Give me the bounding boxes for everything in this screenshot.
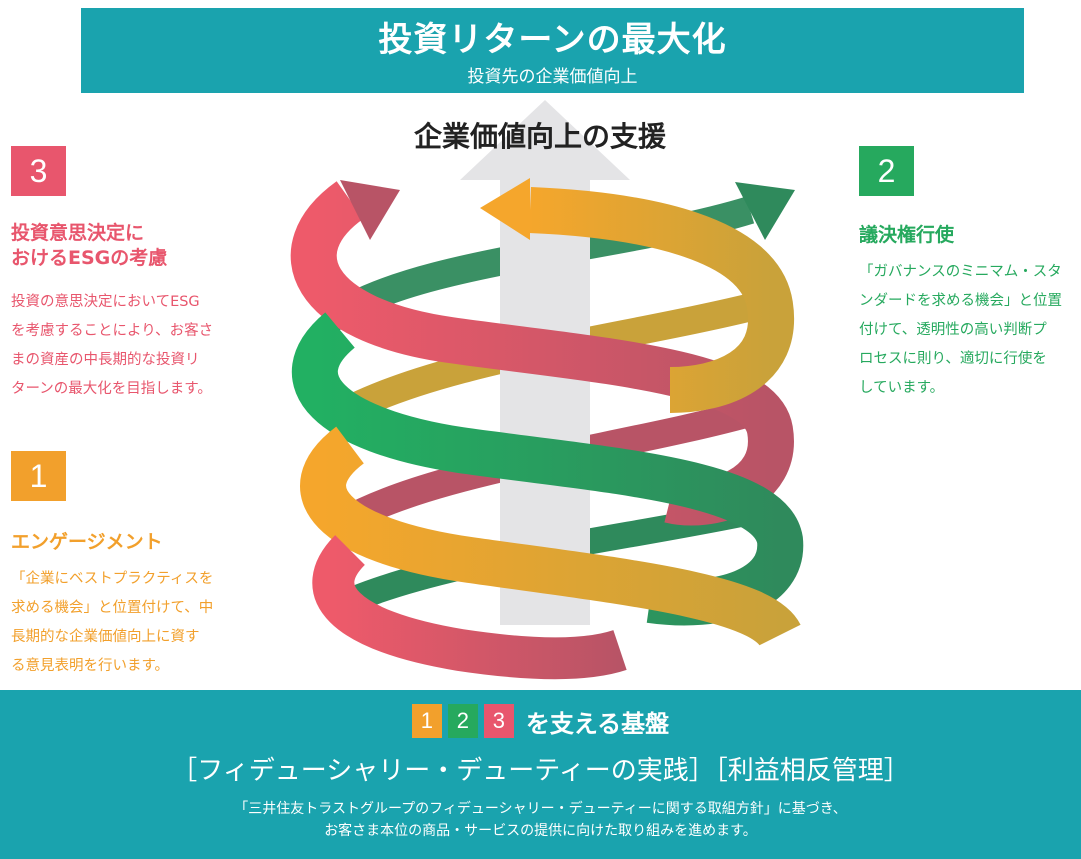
arrowhead-green bbox=[735, 182, 795, 240]
engagement-heading: エンゲージメント bbox=[11, 530, 163, 555]
engagement-description-line: る意見表明を行います。 bbox=[11, 658, 170, 674]
helix-front-orange-2 bbox=[300, 426, 801, 648]
bottom-banner: 1 2 3 を支える基盤 ［フィデューシャリー・デューティーの実践］［利益相反管… bbox=[0, 690, 1081, 859]
voting-description-line: 「ガバナンスのミニマム・スタ bbox=[859, 264, 1062, 280]
voting-description-line: しています。 bbox=[859, 380, 945, 396]
voting-heading-line: 議決権行使 bbox=[859, 224, 955, 246]
badge-1: 1 bbox=[411, 704, 442, 738]
esg-description-line: まの資産の中長期的な投資リ bbox=[11, 352, 200, 368]
arrowhead-red bbox=[340, 180, 400, 240]
policy-line: 「三井住友トラストグループのフィデューシャリー・デューティーに関する取組方針」に… bbox=[234, 801, 847, 817]
engagement-description-line: 求める機会」と位置付けて、中 bbox=[11, 600, 214, 616]
number-badge-1: 1 bbox=[11, 451, 66, 501]
foundation-title: ［フィデューシャリー・デューティーの実践］［利益相反管理］ bbox=[171, 756, 910, 786]
policy-line: お客さま本位の商品・サービスの提供に向けた取り組みを進めます。 bbox=[324, 823, 757, 839]
esg-description: 投資の意思決定においてESG を考慮することにより、お客さ まの資産の中長期的な… bbox=[11, 288, 251, 404]
esg-description-line: ターンの最大化を目指します。 bbox=[11, 381, 212, 397]
engagement-heading-line: エンゲージメント bbox=[11, 531, 163, 553]
arrowhead-orange bbox=[480, 178, 530, 240]
main-title: 投資リターンの最大化 bbox=[378, 20, 727, 60]
voting-description-line: ンダードを求める機会」と位置 bbox=[859, 293, 1062, 309]
engagement-description-line: 長期的な企業価値向上に資す bbox=[11, 629, 200, 645]
policy-text: 「三井住友トラストグループのフィデューシャリー・デューティーに関する取組方針」に… bbox=[0, 798, 1081, 842]
helix-front-green-1 bbox=[291, 312, 804, 626]
foundation-caption: を支える基盤 bbox=[525, 709, 670, 738]
number-badge-3: 3 bbox=[11, 146, 66, 196]
esg-description-line: 投資の意思決定においてESG bbox=[11, 294, 200, 310]
esg-heading: 投資意思決定に おけるESGの考慮 bbox=[11, 221, 167, 271]
engagement-description-line: 「企業にベストプラクティスを bbox=[11, 571, 214, 587]
number-badge-2: 2 bbox=[859, 146, 914, 196]
support-title: 企業価値向上の支援 bbox=[413, 120, 666, 153]
esg-heading-line: おけるESGの考慮 bbox=[11, 247, 168, 269]
helix-illustration bbox=[290, 100, 804, 680]
foundation-badges: 1 2 3 を支える基盤 bbox=[0, 704, 1081, 738]
engagement-description: 「企業にベストプラクティスを 求める機会」と位置付けて、中 長期的な企業価値向上… bbox=[11, 565, 251, 681]
main-subtitle: 投資先の企業価値向上 bbox=[467, 67, 638, 87]
esg-description-line: を考慮することにより、お客さ bbox=[11, 323, 214, 339]
voting-description: 「ガバナンスのミニマム・スタ ンダードを求める機会」と位置 付けて、透明性の高い… bbox=[859, 258, 1081, 403]
voting-description-line: ロセスに則り、適切に行使を bbox=[859, 351, 1047, 367]
badge-2: 2 bbox=[447, 704, 478, 738]
voting-heading: 議決権行使 bbox=[859, 223, 954, 248]
helix-front-red-2 bbox=[312, 535, 627, 680]
top-banner: 投資リターンの最大化 投資先の企業価値向上 bbox=[81, 8, 1024, 93]
badge-3: 3 bbox=[483, 704, 514, 738]
esg-heading-line: 投資意思決定に bbox=[11, 222, 145, 244]
helix-front-orange-1 bbox=[529, 187, 795, 413]
voting-description-line: 付けて、透明性の高い判断プ bbox=[859, 322, 1047, 338]
